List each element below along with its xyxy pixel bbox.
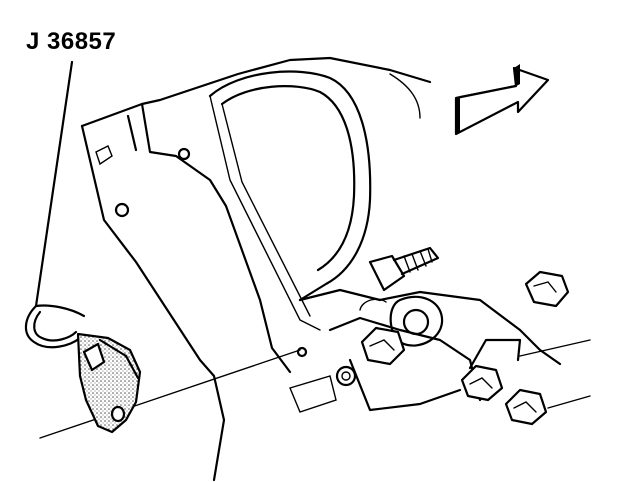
timing-cover bbox=[208, 70, 421, 331]
projection-line-left bbox=[39, 349, 301, 439]
bolt-center-left bbox=[360, 326, 406, 366]
bolt-lower-right bbox=[504, 388, 548, 426]
callout-leader-line bbox=[34, 60, 74, 308]
tool-j36857-icon bbox=[24, 304, 142, 434]
tool-callout-label: J 36857 bbox=[26, 28, 117, 55]
stud bbox=[368, 246, 440, 292]
bolt-center-right bbox=[460, 338, 522, 402]
engine-block bbox=[80, 56, 432, 482]
projection-line-right-lower bbox=[547, 395, 591, 409]
arrow-icon bbox=[454, 64, 550, 136]
projection-line-right-upper bbox=[519, 339, 591, 357]
mounting-bracket bbox=[289, 288, 562, 413]
bolt-upper-right bbox=[524, 270, 570, 308]
